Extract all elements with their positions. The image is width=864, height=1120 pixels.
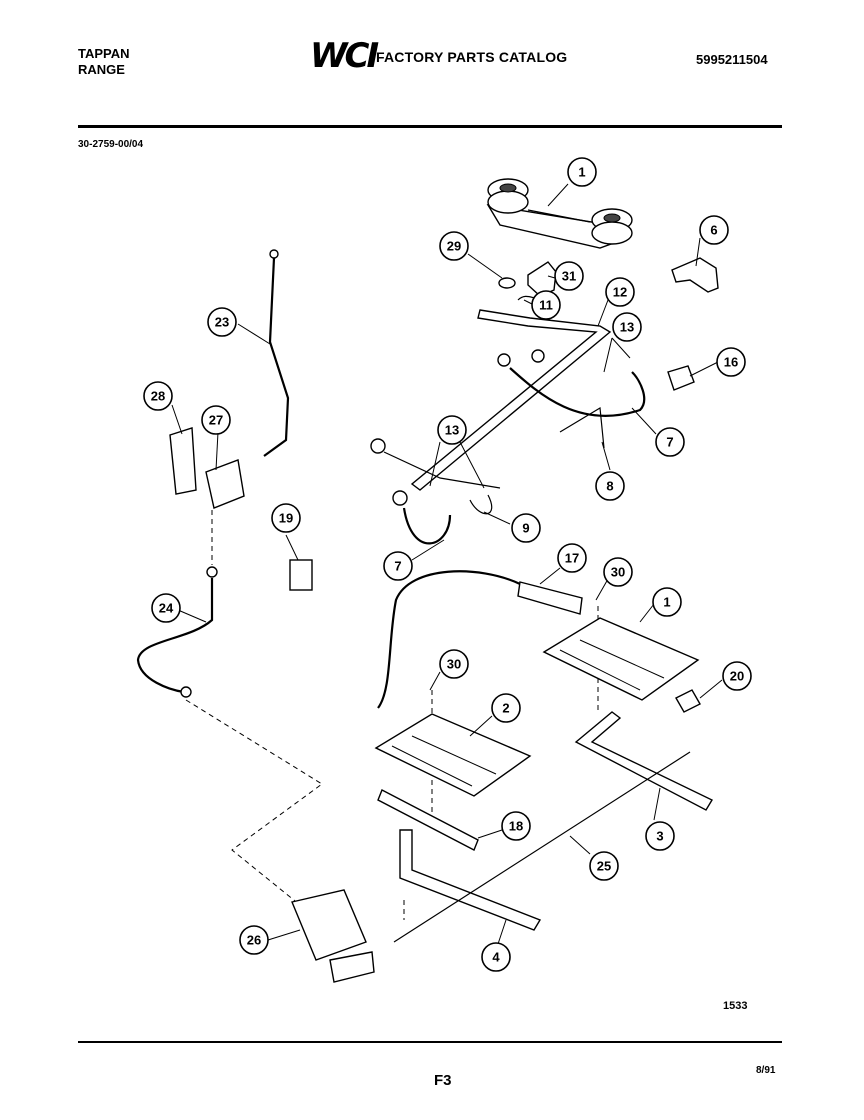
- catalog-date: 8/91: [756, 1065, 776, 1076]
- part-burner-tube-3: [574, 711, 713, 811]
- svg-text:3: 3: [656, 829, 663, 844]
- svg-text:4: 4: [492, 950, 500, 965]
- callout-7-upper: 7: [655, 427, 685, 457]
- svg-text:1: 1: [663, 595, 670, 610]
- svg-text:30: 30: [447, 657, 461, 672]
- svg-text:26: 26: [247, 933, 261, 948]
- callout-5: 1: [567, 157, 597, 187]
- callout-2: 2: [491, 693, 521, 723]
- callout-24: 24: [151, 593, 181, 623]
- catalog-number: 5995211504: [696, 52, 768, 67]
- callout-leaders: [171, 183, 723, 945]
- svg-text:8: 8: [606, 479, 613, 494]
- part-long-tube: [393, 751, 691, 943]
- callout-13-lower: 13: [437, 415, 467, 445]
- svg-text:27: 27: [209, 413, 223, 428]
- part-manifold-pipe: [410, 309, 612, 491]
- callout-7-lower: 7: [383, 551, 413, 581]
- part-wire-8: [559, 406, 605, 449]
- svg-text:28: 28: [151, 389, 165, 404]
- callout-25: 25: [589, 851, 619, 881]
- part-regulator: [205, 459, 245, 509]
- callout-11: 11: [531, 290, 561, 320]
- product-label: RANGE: [78, 62, 125, 77]
- part-thermocouple-wire-upper: [509, 367, 646, 417]
- part-nut: [498, 277, 516, 289]
- part-fitting: [675, 689, 701, 713]
- part-bracket: [671, 257, 719, 293]
- assembly-line-2: [185, 699, 323, 906]
- footer-rule: [78, 1041, 782, 1043]
- svg-text:24: 24: [159, 601, 174, 616]
- callout-1: 1: [652, 587, 682, 617]
- callout-18: 18: [501, 811, 531, 841]
- part-small-bracket: [527, 261, 557, 297]
- part-rod: [263, 257, 290, 457]
- part-regulator-bracket: [169, 427, 197, 495]
- callout-3: 3: [645, 821, 675, 851]
- part-burner-tube-4: [399, 829, 542, 931]
- callout-23: 23: [207, 307, 237, 337]
- catalog-title: FACTORY PARTS CATALOG: [376, 49, 568, 65]
- part-valve-manifold: [486, 178, 633, 249]
- part-orifice-fittings: [370, 349, 545, 506]
- wci-logo: WCI: [310, 36, 379, 76]
- callout-31: 31: [554, 261, 584, 291]
- brand-label: TAPPAN: [78, 46, 130, 61]
- part-igniter-cable: [377, 570, 521, 709]
- callout-6: 6: [699, 215, 729, 245]
- page-label: F3: [434, 1072, 452, 1089]
- svg-text:30: 30: [611, 565, 625, 580]
- callout-30-lower: 30: [439, 649, 469, 679]
- part-wire-9: [469, 494, 493, 515]
- part-tube: [136, 578, 214, 694]
- model-number: 30-2759-00/04: [78, 139, 144, 150]
- callout-20: 20: [722, 661, 752, 691]
- svg-text:16: 16: [724, 355, 738, 370]
- svg-text:7: 7: [394, 559, 401, 574]
- part-igniter: [517, 581, 583, 615]
- part-wire-13: [383, 451, 501, 489]
- figure-number: 1533: [723, 1000, 748, 1012]
- svg-text:31: 31: [562, 269, 576, 284]
- callout-27: 27: [201, 405, 231, 435]
- svg-text:29: 29: [447, 239, 461, 254]
- callout-4: 4: [481, 942, 511, 972]
- callout-12: 12: [605, 277, 635, 307]
- callout-17: 17: [557, 543, 587, 573]
- svg-text:7: 7: [666, 435, 673, 450]
- svg-text:1: 1: [578, 165, 585, 180]
- callout-19: 19: [271, 503, 301, 533]
- svg-text:13: 13: [445, 423, 459, 438]
- svg-text:20: 20: [730, 669, 744, 684]
- callout-30-upper: 30: [603, 557, 633, 587]
- part-burner-tube-18: [377, 789, 479, 851]
- svg-text:23: 23: [215, 315, 229, 330]
- callout-28: 28: [143, 381, 173, 411]
- part-electrode: [667, 365, 695, 391]
- part-valve: [291, 889, 367, 961]
- callout-9: 9: [511, 513, 541, 543]
- svg-text:9: 9: [522, 521, 529, 536]
- svg-text:25: 25: [597, 859, 611, 874]
- callout-16: 16: [716, 347, 746, 377]
- svg-text:18: 18: [509, 819, 523, 834]
- svg-text:11: 11: [539, 298, 553, 313]
- svg-text:19: 19: [279, 511, 293, 526]
- header-rule: [78, 125, 782, 128]
- svg-text:12: 12: [613, 285, 627, 300]
- callout-13-upper: 13: [612, 312, 642, 342]
- svg-text:13: 13: [620, 320, 634, 335]
- svg-text:6: 6: [710, 223, 717, 238]
- svg-text:17: 17: [565, 551, 579, 566]
- callout-26: 26: [239, 925, 269, 955]
- callout-8: 8: [595, 471, 625, 501]
- callout-29: 29: [439, 231, 469, 261]
- svg-text:2: 2: [502, 701, 509, 716]
- part-switch: [289, 559, 313, 591]
- part-thermocouple-wire-lower: [402, 507, 452, 545]
